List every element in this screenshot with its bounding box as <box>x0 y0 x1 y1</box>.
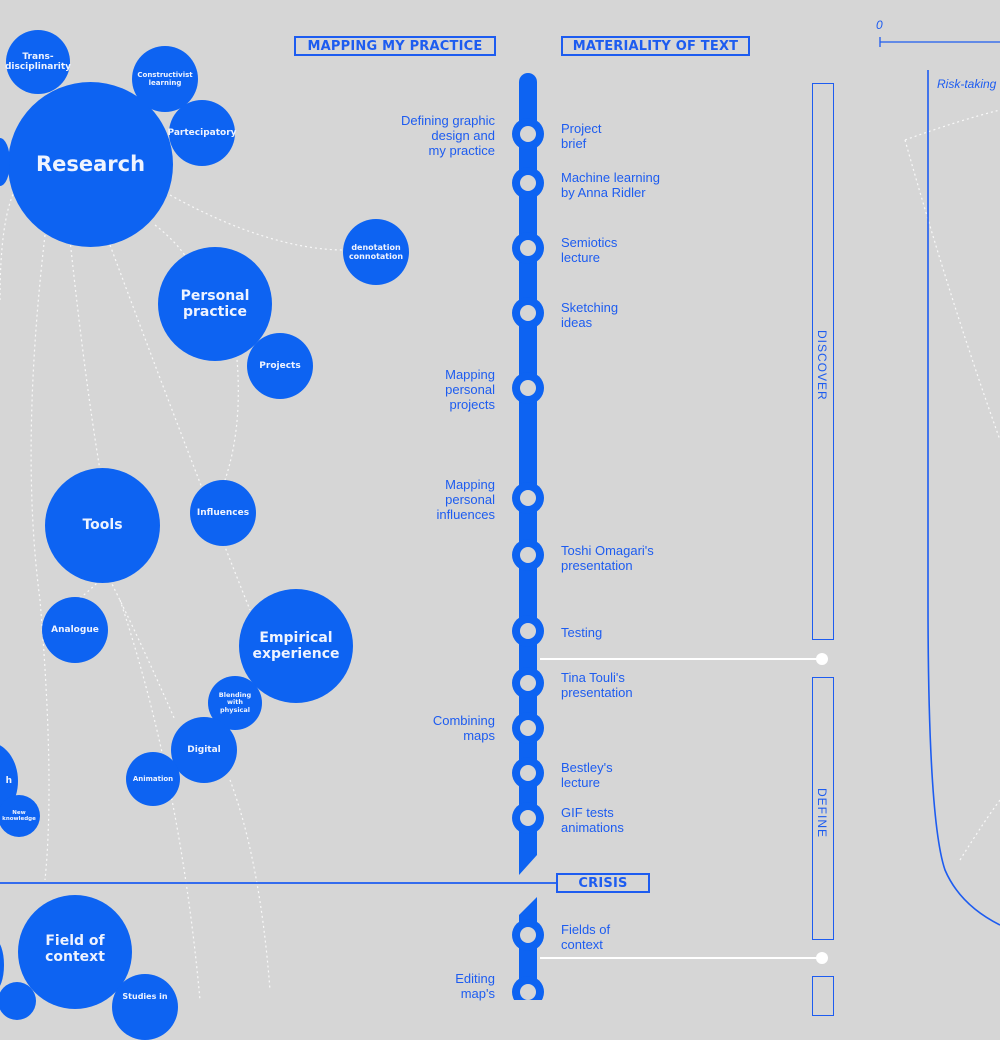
timeline-node-hole <box>520 810 536 826</box>
bubble-studies-in[interactable]: Studies in <box>112 974 178 1040</box>
bubble-denotation-connotation[interactable]: denotation connotation <box>343 219 409 285</box>
bubble-partial-left-top[interactable] <box>0 138 10 186</box>
header-crisis: CRISIS <box>556 873 650 893</box>
bubble-digital[interactable]: Digital <box>171 717 237 783</box>
dotted-connector <box>109 244 251 611</box>
timeline-label-right: Sketching ideas <box>561 300 619 330</box>
bubble-partial-left-bottom[interactable] <box>0 940 4 990</box>
bubble-transdisciplinarity[interactable]: Trans- disciplinarity <box>5 30 71 94</box>
dotted-connector <box>154 224 201 301</box>
timeline-node-hole <box>520 175 536 191</box>
timeline-node-hole <box>520 765 536 781</box>
bubble-blending-with-physical[interactable]: Blending with physical <box>208 676 262 730</box>
phase-connector-dot <box>816 952 828 964</box>
timeline-label-right: Project brief <box>561 121 602 151</box>
phase-define-bar <box>812 677 834 940</box>
timeline-node-hole <box>520 547 536 563</box>
timeline-node-hole <box>520 623 536 639</box>
bubble-animation[interactable]: Animation <box>126 752 180 806</box>
timeline-node-hole <box>520 984 536 1000</box>
bubble-partial-bottom[interactable] <box>0 982 36 1020</box>
bubble-influences[interactable]: Influences <box>190 480 256 546</box>
bubble-constructivist-learning[interactable]: Constructivist learning <box>132 46 198 112</box>
bubble-personal-practice[interactable]: Personal practice <box>158 247 272 361</box>
header-materiality-of-text: MATERIALITY OF TEXT <box>561 36 750 56</box>
timeline-label-right: Semiotics lecture <box>561 235 618 265</box>
dotted-connector <box>109 579 176 721</box>
risk-curve <box>927 70 1000 926</box>
dotted-connector <box>0 189 16 301</box>
header-mapping-my-practice: MAPPING MY PRACTICE <box>294 36 496 56</box>
timeline-node-hole <box>520 720 536 736</box>
bubble-new-knowledge[interactable]: New knowledge <box>0 795 40 837</box>
timeline-label-right: Tina Touli's presentation <box>561 670 633 700</box>
timeline-label-left: Mapping personal projects <box>445 367 495 412</box>
dotted-connector <box>904 109 1000 141</box>
timeline-node-hole <box>520 126 536 142</box>
timeline-node-hole <box>520 927 536 943</box>
dotted-connector <box>30 234 50 881</box>
timeline-node-hole <box>520 490 536 506</box>
timeline-label-left: Mapping personal influences <box>436 477 495 522</box>
connectors-layer <box>0 37 1000 1000</box>
bubble-empirical-experience[interactable]: Empirical experience <box>239 589 353 703</box>
bubble-partecipatory[interactable]: Partecipatory <box>168 100 237 166</box>
phase-define-label: DEFINE <box>815 788 829 839</box>
timeline-label-left: Combining maps <box>432 713 495 743</box>
bubble-tools[interactable]: Tools <box>45 468 160 583</box>
timeline-label-right: Toshi Omagari's presentation <box>561 543 654 573</box>
process-map: MAPPING MY PRACTICE MATERIALITY OF TEXT … <box>0 18 1000 1040</box>
phase-connector-dot <box>816 653 828 665</box>
timeline-label-left: Defining graphic design and my practice <box>401 113 495 158</box>
dotted-connector <box>229 779 271 991</box>
dotted-connector <box>904 139 1000 441</box>
dotted-connector <box>69 239 101 471</box>
timeline-label-right: Machine learning by Anna Ridler <box>561 170 661 200</box>
timeline-node-hole <box>520 305 536 321</box>
phase-next-bar <box>812 976 834 1016</box>
chart-zero-label: 0 <box>876 18 883 32</box>
bubble-analogue[interactable]: Analogue <box>42 597 108 663</box>
chart-risk-label: Risk-taking <box>937 77 997 91</box>
timeline-node-hole <box>520 380 536 396</box>
timeline-label-right: Bestley's lecture <box>561 760 613 790</box>
timeline-label-right: GIF tests animations <box>561 805 624 835</box>
timeline-node-hole <box>520 675 536 691</box>
phase-discover-bar <box>812 83 834 640</box>
timeline-label-left: Editing map's <box>455 971 495 1001</box>
phase-discover-label: DISCOVER <box>815 330 829 401</box>
bubble-field-of-context[interactable]: Field of context <box>18 895 132 1009</box>
bubble-projects[interactable]: Projects <box>247 333 313 399</box>
bubble-research[interactable]: Research <box>8 82 173 247</box>
timeline-label-right: Fields of context <box>561 922 611 952</box>
timeline-label-right: Testing <box>561 625 603 640</box>
dotted-connector <box>224 339 239 481</box>
timeline-node-hole <box>520 240 536 256</box>
dotted-connector <box>169 194 346 251</box>
dotted-connector <box>959 799 1000 861</box>
